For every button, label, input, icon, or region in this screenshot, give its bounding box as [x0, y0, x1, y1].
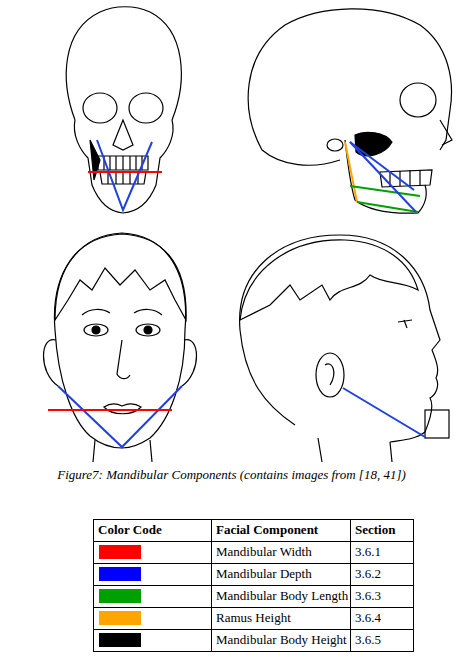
table-cell: 3.6.2: [350, 563, 414, 586]
illustration: [0, 0, 463, 465]
skull-side-measures: [345, 142, 420, 212]
face-front-measures: [48, 386, 182, 447]
table-cell: Mandibular Depth: [211, 563, 351, 586]
table-cell: [93, 563, 212, 586]
face-front: [44, 233, 197, 462]
color-swatch: [99, 611, 141, 625]
color-swatch: [99, 545, 141, 559]
component-name: Mandibular Width: [212, 542, 350, 562]
table-cell: Facial Component: [211, 519, 351, 542]
table-cell: Mandibular Width: [211, 541, 351, 564]
table-cell: Color Code: [93, 519, 212, 542]
table-cell: [93, 607, 212, 630]
table-header: Facial Component: [212, 520, 350, 540]
table-header: Color Code: [94, 520, 211, 540]
skull-front: [66, 7, 181, 213]
table-cell: Section: [350, 519, 414, 542]
table-cell: Mandibular Body Length: [211, 585, 351, 608]
skull-side: [248, 9, 452, 213]
table-cell: 3.6.5: [350, 629, 414, 652]
section-number: 3.6.4: [351, 608, 413, 628]
color-swatch: [99, 567, 141, 581]
table-cell: Mandibular Body Height: [211, 629, 351, 652]
table-cell: [93, 629, 212, 652]
table-cell: [93, 585, 212, 608]
section-number: 3.6.5: [351, 630, 413, 650]
table-cell: 3.6.1: [350, 541, 414, 564]
section-number: 3.6.3: [351, 586, 413, 606]
table-cell: 3.6.4: [350, 607, 414, 630]
face-side: [240, 235, 449, 462]
table-cell: Ramus Height: [211, 607, 351, 630]
component-name: Ramus Height: [212, 608, 350, 628]
component-name: Mandibular Body Length: [212, 586, 350, 606]
figure-caption: Figure7: Mandibular Components (contains…: [10, 467, 453, 483]
table-cell: 3.6.3: [350, 585, 414, 608]
table-cell: [93, 541, 212, 564]
color-swatch: [99, 589, 141, 603]
section-number: 3.6.2: [351, 564, 413, 584]
skull-front-measures: [88, 140, 162, 210]
section-number: 3.6.1: [351, 542, 413, 562]
table-header: Section: [351, 520, 413, 540]
color-swatch: [99, 633, 141, 647]
face-side-measures: [343, 388, 425, 437]
component-name: Mandibular Depth: [212, 564, 350, 584]
component-name: Mandibular Body Height: [212, 630, 350, 650]
